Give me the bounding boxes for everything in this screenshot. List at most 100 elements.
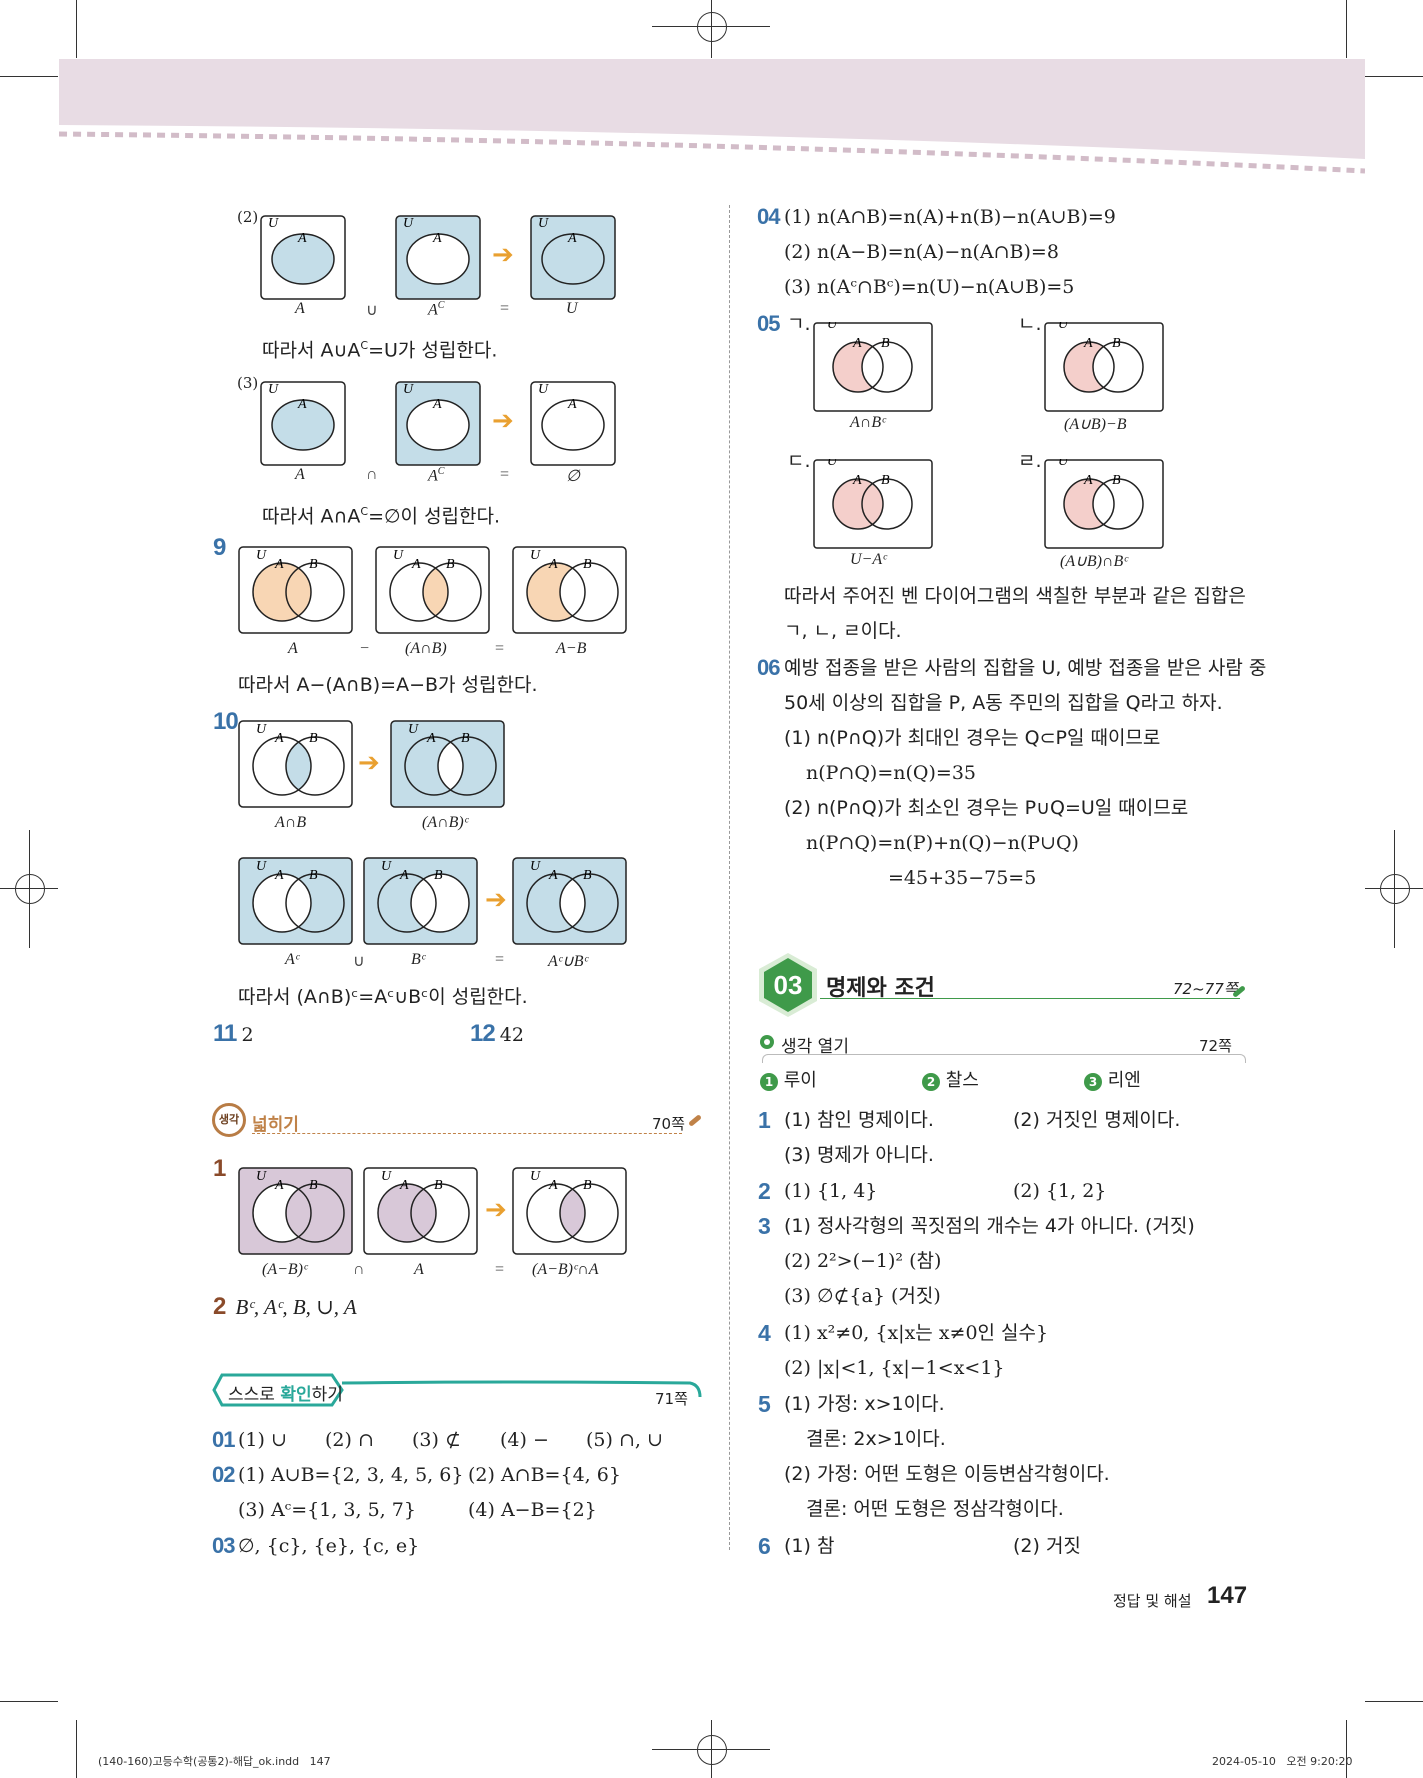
arrow-icon: ➔ bbox=[485, 1195, 507, 1225]
svg-text:B: B bbox=[309, 1178, 318, 1193]
operator: = bbox=[495, 951, 505, 968]
svg-text:U: U bbox=[381, 1169, 392, 1184]
expand-rule bbox=[252, 1133, 682, 1134]
answer-item: (1) A∪B={2, 3, 4, 5, 6} bbox=[238, 1464, 464, 1486]
answer-item: (1) 정사각형의 꼭짓점의 개수는 4가 아니다. (거짓) bbox=[784, 1215, 1195, 1237]
svg-text:A: A bbox=[274, 557, 284, 572]
question-number: 02 bbox=[212, 1462, 236, 1487]
check-page: 71쪽 bbox=[655, 1390, 688, 1408]
e2: 2 Bᶜ, Aᶜ, B, ∪, A bbox=[213, 1293, 357, 1320]
question-number: 01 bbox=[212, 1427, 236, 1452]
svg-text:B: B bbox=[583, 557, 592, 572]
arrow-icon: ➔ bbox=[492, 406, 514, 436]
question-number: 5 bbox=[758, 1391, 771, 1417]
crop-mark bbox=[0, 76, 58, 77]
answer-item: (4) − bbox=[500, 1429, 549, 1451]
page-number: 147 bbox=[1207, 1582, 1248, 1609]
svg-text:B: B bbox=[446, 557, 455, 572]
open-page: 72쪽 bbox=[1199, 1037, 1232, 1055]
svg-text:A: A bbox=[548, 868, 558, 883]
caption: A bbox=[288, 640, 298, 657]
svg-text:A: A bbox=[274, 1178, 284, 1193]
arrow-icon: ➔ bbox=[492, 240, 514, 270]
svg-text:B: B bbox=[1112, 336, 1121, 351]
caption: (A∩B) bbox=[405, 640, 447, 657]
number-circle-icon: 3 bbox=[1084, 1073, 1102, 1091]
open-answer: 1 루이 bbox=[760, 1066, 817, 1092]
svg-text:U: U bbox=[538, 382, 549, 397]
answer-item: ∅, {c}, {e}, {c, e} bbox=[238, 1535, 420, 1557]
svg-text:A: A bbox=[274, 731, 284, 746]
answer-item: (2) A∩B={4, 6} bbox=[468, 1464, 621, 1486]
answer-item: (3) 명제가 아니다. bbox=[784, 1144, 934, 1166]
svg-text:U: U bbox=[1058, 322, 1069, 332]
caption: (A−B)ᶜ bbox=[262, 1261, 308, 1278]
svg-text:A: A bbox=[1083, 473, 1093, 488]
crop-mark bbox=[1365, 76, 1423, 77]
question-number: 03 bbox=[212, 1533, 236, 1558]
svg-text:U: U bbox=[530, 1169, 541, 1184]
svg-text:B: B bbox=[309, 868, 318, 883]
file-info: (140-160)고등수학(공통2)-해답_ok.indd 147 bbox=[98, 1755, 331, 1768]
question-number: 1 bbox=[213, 1155, 226, 1182]
question-number: 10 bbox=[213, 708, 239, 735]
registration-mark bbox=[1394, 830, 1395, 948]
svg-text:U: U bbox=[538, 216, 549, 231]
arrow-icon: ➔ bbox=[485, 885, 507, 915]
column-divider bbox=[729, 205, 730, 1550]
section-pages: 72~77쪽 bbox=[1173, 980, 1238, 998]
question-number: 2 bbox=[758, 1178, 771, 1204]
svg-text:U: U bbox=[827, 322, 838, 332]
operator: ∩ bbox=[353, 1261, 365, 1278]
caption: Aᶜ∪Bᶜ bbox=[548, 953, 588, 970]
q12: 12 42 bbox=[470, 1020, 524, 1047]
answer-item: (2) 거짓 bbox=[1013, 1535, 1081, 1557]
registration-mark bbox=[711, 0, 712, 58]
question-number: 3 bbox=[758, 1213, 771, 1239]
q05-conclusion: 따라서 주어진 벤 다이어그램의 색칠한 부분과 같은 집합은 bbox=[784, 585, 1246, 607]
svg-text:A: A bbox=[1083, 336, 1093, 351]
choice-mark: ㄹ. bbox=[1018, 450, 1042, 472]
svg-text:U: U bbox=[1058, 459, 1069, 469]
answer-item: (3) ∅⊄{a} (거짓) bbox=[784, 1285, 941, 1307]
answer-item: (1) ∪ bbox=[238, 1429, 287, 1451]
svg-text:B: B bbox=[881, 473, 890, 488]
caption: A−B bbox=[556, 640, 587, 657]
section-badge bbox=[757, 952, 819, 1018]
answer-item: (1) 참인 명제이다. bbox=[784, 1109, 934, 1131]
timestamp: 2024-05-10 오전 9:20:20 bbox=[1212, 1755, 1353, 1768]
operator: = bbox=[495, 1261, 505, 1278]
caption: A bbox=[414, 1261, 424, 1278]
question-number: 9 bbox=[213, 534, 226, 561]
registration-mark bbox=[1380, 874, 1410, 904]
open-answer: 3 리엔 bbox=[1084, 1066, 1141, 1092]
svg-text:U: U bbox=[256, 548, 267, 563]
crop-mark bbox=[1346, 0, 1347, 58]
q10-conclusion: 따라서 (A∩B)ᶜ=Aᶜ∪Bᶜ이 성립한다. bbox=[238, 986, 528, 1008]
svg-text:A: A bbox=[567, 231, 577, 246]
operator: ∪ bbox=[366, 302, 378, 319]
section-rule bbox=[820, 998, 1240, 999]
expand-badge: 생각 bbox=[212, 1103, 246, 1137]
registration-mark bbox=[29, 830, 30, 948]
operator: − bbox=[360, 640, 370, 657]
svg-text:U: U bbox=[268, 382, 279, 397]
svg-text:U: U bbox=[530, 859, 541, 874]
bullet-icon bbox=[760, 1035, 774, 1049]
answer-item: (3) ⊄ bbox=[412, 1429, 461, 1451]
answer-line: 예방 접종을 받은 사람의 집합을 U, 예방 접종을 받은 사람 중 bbox=[784, 657, 1267, 679]
section-number: 03 bbox=[773, 970, 803, 1000]
answer-item: (1) {1, 4} bbox=[784, 1180, 878, 1202]
svg-text:U: U bbox=[381, 859, 392, 874]
q8-2-conclusion: 따라서 A∪AC=U가 성립한다. bbox=[262, 339, 498, 362]
